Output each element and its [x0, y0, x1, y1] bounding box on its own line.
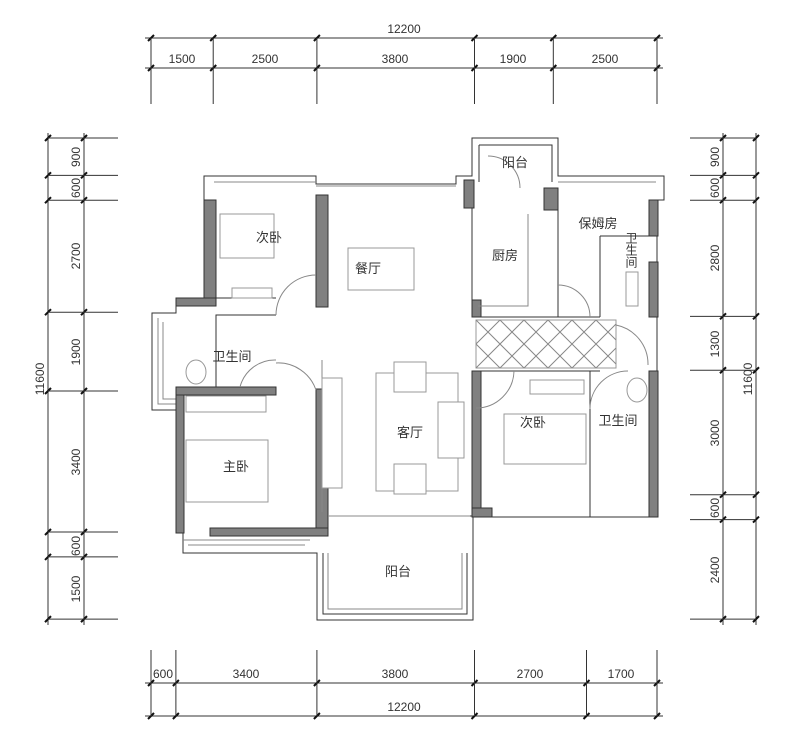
bed-icon: [219, 213, 275, 259]
room-label-kitchen: 厨房: [492, 248, 518, 264]
wardrobe-icon: [231, 287, 273, 299]
sink-icon: [185, 359, 207, 385]
room-label-maid-room: 保姆房: [578, 216, 617, 232]
bed-icon: [503, 413, 587, 465]
bathtub-icon: [625, 271, 639, 307]
wardrobe-icon: [185, 395, 267, 413]
dim-right: 2400: [708, 556, 722, 583]
left-dimensions: 11600 900 600 2700 1900 3400 600 1500: [33, 133, 118, 625]
dim-left: 600: [69, 178, 83, 198]
dim-bottom: 3400: [233, 667, 260, 681]
dim-bottom: 600: [153, 667, 173, 681]
room-labels: 次卧 餐厅 厨房 阳台 保姆房 卫生间 卫生间 客厅 主卧 次卧 卫生间 阳台: [212, 156, 638, 580]
dim-left-total: 11600: [33, 362, 47, 395]
tv-cabinet-icon: [321, 377, 343, 489]
room-label-bedroom-east: 次卧: [520, 415, 546, 431]
dim-left: 2700: [69, 242, 83, 269]
room-label-balcony-north: 阳台: [502, 156, 528, 171]
dim-right: 1300: [708, 330, 722, 357]
dim-bottom: 2700: [517, 667, 544, 681]
room-label-bedroom-north: 次卧: [256, 230, 282, 246]
dim-left: 600: [69, 536, 83, 556]
right-dimensions: 900 600 2800 1300 3000 600 2400 11600: [690, 133, 760, 625]
dim-bottom: 3800: [382, 667, 409, 681]
room-label-bath-east: 卫生间: [598, 414, 637, 429]
dim-top: 3800: [382, 52, 409, 66]
dim-right: 900: [708, 147, 722, 167]
dim-bottom: 1700: [608, 667, 635, 681]
dim-bottom-total: 12200: [387, 700, 421, 714]
dim-right: 600: [708, 498, 722, 518]
dim-top: 1900: [500, 52, 527, 66]
sink-icon: [626, 377, 648, 403]
room-label-bath-west: 卫生间: [212, 350, 251, 365]
room-label-dining: 餐厅: [355, 261, 381, 277]
sofa-icon: [393, 361, 427, 393]
dim-top: 2500: [252, 52, 279, 66]
dim-left: 1500: [69, 575, 83, 602]
dim-right: 2800: [708, 244, 722, 271]
dim-left: 1900: [69, 338, 83, 365]
room-label-balcony-south: 阳台: [385, 565, 411, 580]
dim-left: 3400: [69, 448, 83, 475]
room-label-master: 主卧: [223, 460, 249, 475]
top-dimensions: 12200 1500 2500 3800 1900 2500: [145, 22, 663, 104]
dim-right-total: 11600: [741, 362, 755, 395]
bottom-dimensions: 600 3400 3800 2700 1700 12200: [145, 650, 663, 720]
dim-right: 600: [708, 178, 722, 198]
room-label-living: 客厅: [397, 425, 423, 441]
bed-icon: [185, 439, 269, 503]
sofa-icon: [437, 401, 465, 459]
wardrobe-icon: [529, 379, 585, 395]
dim-left: 900: [69, 147, 83, 167]
dim-top: 2500: [592, 52, 619, 66]
dim-top: 1500: [169, 52, 196, 66]
dim-right: 3000: [708, 419, 722, 446]
dim-top-total: 12200: [387, 22, 421, 36]
sofa-icon: [393, 463, 427, 495]
dining-table-icon: [347, 247, 415, 291]
room-label-bath-maid: 卫生间: [624, 232, 638, 268]
furniture: [185, 213, 648, 503]
